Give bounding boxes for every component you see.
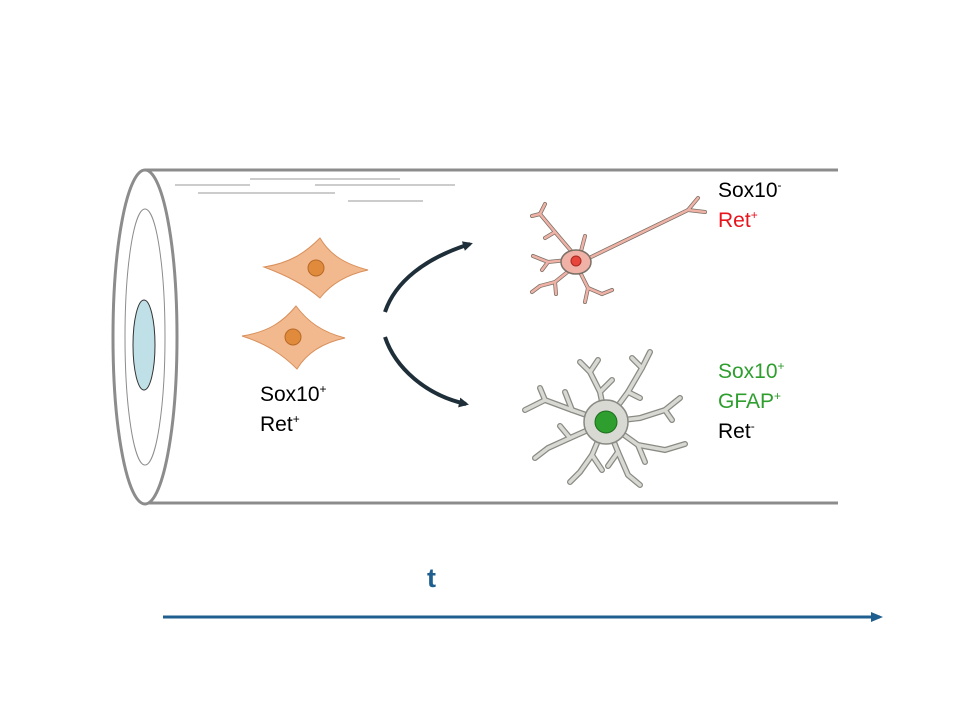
time-axis-label: t [427,563,436,593]
neuron-icon [530,196,707,304]
glia-marker-gfap: GFAP+ [718,389,782,413]
tube-opening-inner [124,208,166,466]
arrow-to-glia [383,336,469,408]
glia-label: Sox10+ GFAP+ Ret- [718,357,785,447]
tube-lumen [132,299,156,391]
neuron-marker-sox10: Sox10- [718,178,782,202]
progenitor-nucleus [284,328,302,346]
progenitor-cell-icon [241,305,346,370]
tube-texture-lines [175,178,455,202]
progenitor-cell-icon [262,237,369,299]
glia-nucleus [594,410,618,434]
progenitor-nucleus [307,259,325,277]
neuron-marker-ret: Ret+ [718,208,758,232]
progenitor-marker-ret: Ret+ [260,412,300,436]
arrow-to-neuron [383,241,473,313]
neuron-nucleus [570,255,582,267]
glia-marker-sox10: Sox10+ [718,359,785,383]
gut-tube-icon [111,168,838,506]
progenitor-label: Sox10+ Ret+ [260,380,327,440]
neuron-dendrites-fill [530,196,707,304]
progenitor-marker-sox10: Sox10+ [260,382,327,406]
glial-cell-icon [522,349,688,488]
neuron-label: Sox10- Ret+ [718,176,782,236]
glia-marker-ret: Ret- [718,419,755,443]
